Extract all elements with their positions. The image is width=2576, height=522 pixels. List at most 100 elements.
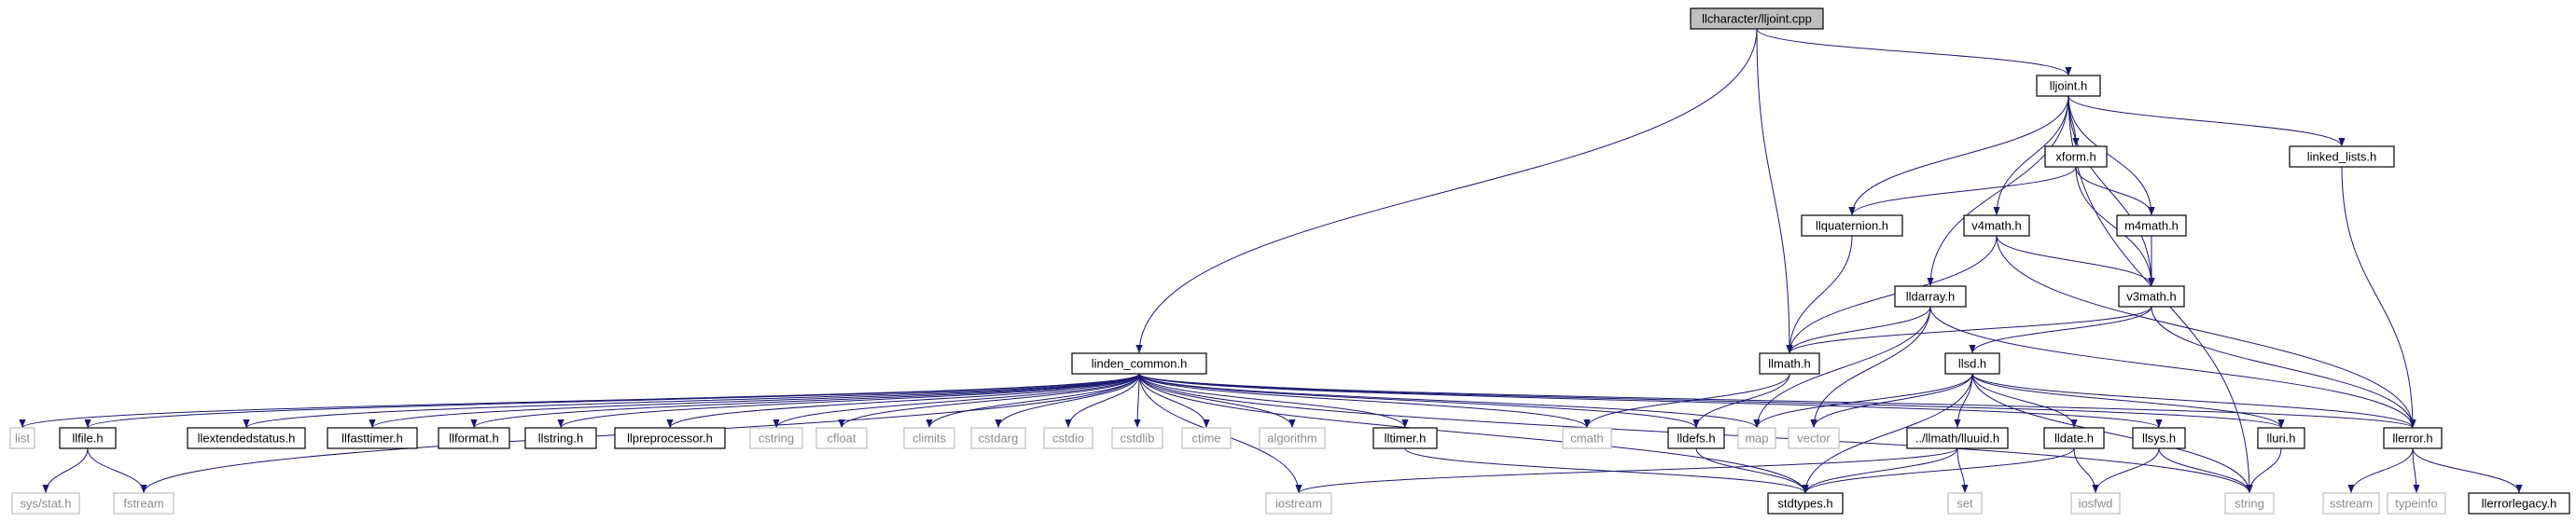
node-map-box <box>1737 427 1776 449</box>
node-llsd-label: llsd.h <box>1958 356 1986 370</box>
edge-llerror-to-llerrorlegacy <box>2412 447 2523 494</box>
node-llerrorlegacy-box <box>2468 492 2570 515</box>
node-cstdarg-box <box>970 427 1026 449</box>
node-iosfwd-label: iosfwd <box>2079 496 2113 510</box>
node-cmath-label: cmath <box>1570 431 1603 445</box>
node-lluri-box <box>2257 427 2305 449</box>
node-sysstat-box <box>11 492 80 515</box>
node-llextendedstatus-label: llextendedstatus.h <box>198 431 296 445</box>
edge-llfile-to-fstream <box>87 447 147 494</box>
node-cmath-box <box>1562 427 1612 449</box>
edge-linden_common-to-lltimer <box>1138 373 1409 429</box>
node-cfloat-box <box>815 427 868 449</box>
node-llsys[interactable]: llsys.h <box>2132 427 2186 449</box>
edge-linden_common-to-algorithm <box>1138 373 1296 429</box>
edge-llarray-to-llmath <box>1786 306 1931 354</box>
node-llextendedstatus[interactable]: llextendedstatus.h <box>187 427 306 449</box>
edge-llarray-to-llerror <box>1929 306 2416 429</box>
edge-v4math-to-v3math <box>1996 235 2155 287</box>
node-v3math[interactable]: v3math.h <box>2118 285 2185 308</box>
node-llstring-box <box>524 427 597 449</box>
node-llmath-label: llmath.h <box>1768 356 1811 370</box>
node-v4math-box <box>1963 214 2030 237</box>
node-llformat-label: llformat.h <box>449 431 498 445</box>
node-llstring[interactable]: llstring.h <box>524 427 597 449</box>
edge-lljoint-to-llarray <box>1927 95 2069 287</box>
node-llextendedstatus-box <box>187 427 306 449</box>
node-linked_lists[interactable]: linked_lists.h <box>2289 145 2395 168</box>
node-algorithm-box <box>1259 427 1326 449</box>
node-fstream: fstream <box>113 492 174 515</box>
node-stdtypes[interactable]: stdtypes.h <box>1767 492 1844 515</box>
node-sstream-box <box>2322 492 2380 515</box>
edge-linden_common-to-cmath <box>1138 373 1591 429</box>
node-llformat[interactable]: llformat.h <box>438 427 510 449</box>
edge-v3math-to-llsd <box>1969 306 2152 354</box>
edge-llsys-to-iosfwd <box>2092 447 2160 494</box>
node-lltimer[interactable]: lltimer.h <box>1372 427 1438 449</box>
node-iostream: iostream <box>1265 492 1332 515</box>
node-llfile-label: llfile.h <box>72 431 103 445</box>
node-lldefs[interactable]: lldefs.h <box>1667 427 1725 449</box>
edge-llsd-to-lldate <box>1971 373 2078 429</box>
node-llquaternion-box <box>1801 214 1903 237</box>
edge-llsys-to-string <box>2158 447 2253 494</box>
edge-linden_common-to-map <box>1138 373 1761 429</box>
node-list-box <box>9 427 35 449</box>
node-iosfwd-box <box>2070 492 2121 515</box>
node-m4math[interactable]: m4math.h <box>2116 214 2187 237</box>
node-llerrorlegacy[interactable]: llerrorlegacy.h <box>2468 492 2570 515</box>
node-xform[interactable]: xform.h <box>2044 145 2108 168</box>
node-lljoint[interactable]: lljoint.h <box>2036 75 2101 97</box>
node-llerror[interactable]: llerror.h <box>2383 427 2443 449</box>
node-llpreprocessor[interactable]: llpreprocessor.h <box>614 427 726 449</box>
edge-linden_common-to-cstdlib <box>1134 373 1141 429</box>
node-llsys-box <box>2132 427 2186 449</box>
node-linden_common[interactable]: linden_common.h <box>1071 352 1207 375</box>
edge-root-to-lljoint <box>1756 28 2072 76</box>
node-string-label: string <box>2235 496 2264 510</box>
edge-lljoint-to-m4math <box>2068 95 2155 216</box>
node-lljoint-label: lljoint.h <box>2050 78 2087 92</box>
node-llarray[interactable]: lldarray.h <box>1894 285 1967 308</box>
edge-linden_common-to-lldefs <box>1138 373 1700 429</box>
edge-linden_common-to-llextendedstatus <box>243 373 1140 429</box>
node-root[interactable]: llcharacter/lljoint.cpp <box>1690 7 1824 30</box>
node-climits-box <box>903 427 955 449</box>
node-llarray-box <box>1894 285 1967 308</box>
node-vector: vector <box>1788 427 1840 449</box>
node-llstring-label: llstring.h <box>538 431 583 445</box>
edge-llsd-to-vector <box>1810 373 1973 429</box>
node-root-label: llcharacter/lljoint.cpp <box>1702 11 1812 25</box>
node-lluuid-box <box>1906 427 2009 449</box>
node-llquaternion[interactable]: llquaternion.h <box>1801 214 1903 237</box>
node-list: list <box>9 427 35 449</box>
node-lluri[interactable]: lluri.h <box>2257 427 2305 449</box>
node-algorithm: algorithm <box>1259 427 1326 449</box>
node-v3math-label: v3math.h <box>2126 289 2176 303</box>
node-cstdarg-label: cstdarg <box>979 431 1019 445</box>
edge-linden_common-to-stdtypes <box>1138 373 1809 494</box>
edge-lljoint-to-llquaternion <box>1848 95 2069 216</box>
node-llmath[interactable]: llmath.h <box>1759 352 1820 375</box>
edge-llsd-to-stdtypes <box>1802 373 1973 494</box>
edge-linden_common-to-cstdio <box>1065 373 1140 429</box>
node-ctime-box <box>1181 427 1232 449</box>
node-v4math[interactable]: v4math.h <box>1963 214 2030 237</box>
edge-lljoint-to-linked_lists <box>2068 95 2346 147</box>
node-llfasttimer[interactable]: llfasttimer.h <box>327 427 418 449</box>
edge-root-to-llmath <box>1756 28 1793 354</box>
node-lluuid[interactable]: ../llmath/lluuid.h <box>1906 427 2009 449</box>
node-set: set <box>1947 492 1983 515</box>
node-m4math-label: m4math.h <box>2124 218 2179 232</box>
edge-lltimer-to-stdtypes <box>1404 447 1809 494</box>
node-sstream: sstream <box>2322 492 2380 515</box>
node-llfile[interactable]: llfile.h <box>59 427 117 449</box>
node-lljoint-box <box>2036 75 2101 97</box>
node-lldate[interactable]: lldate.h <box>2043 427 2105 449</box>
edge-lldate-to-stdtypes <box>1802 447 2075 494</box>
node-llfasttimer-box <box>327 427 418 449</box>
node-llsd[interactable]: llsd.h <box>1944 352 2000 375</box>
node-cstring-box <box>749 427 803 449</box>
node-llsys-label: llsys.h <box>2142 431 2176 445</box>
